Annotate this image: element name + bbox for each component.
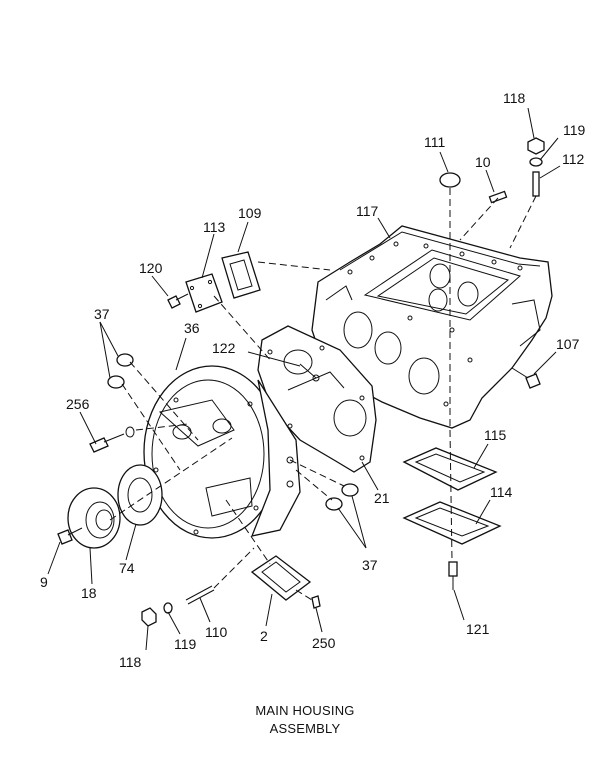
callout-36: 36 xyxy=(184,320,200,336)
callout-118-top: 118 xyxy=(503,90,526,106)
callout-119-top: 119 xyxy=(563,122,586,138)
bolt-256 xyxy=(89,426,135,453)
pin-10 xyxy=(488,190,508,204)
gasket-109 xyxy=(221,251,261,299)
bolt-107 xyxy=(511,367,541,389)
gasket-114 xyxy=(402,501,502,545)
assembly-center-lines xyxy=(109,188,537,601)
breather-250 xyxy=(311,595,321,609)
callout-121: 121 xyxy=(466,621,490,637)
stud-110 xyxy=(185,585,215,605)
drain-plug-121 xyxy=(448,561,458,590)
callout-2: 2 xyxy=(260,628,268,644)
callout-118-bottom: 118 xyxy=(119,654,142,670)
washer-119-top xyxy=(529,157,543,167)
cover-2 xyxy=(250,555,312,601)
callout-114: 114 xyxy=(490,484,513,500)
leader-lines xyxy=(47,107,561,651)
bushings-37-top xyxy=(107,353,134,389)
callout-117: 117 xyxy=(356,203,379,219)
callout-37-top: 37 xyxy=(94,306,110,322)
callout-250: 250 xyxy=(312,635,336,651)
callout-107: 107 xyxy=(556,336,580,352)
housing-bolt-holes xyxy=(347,241,523,407)
bearing-cap-18 xyxy=(67,487,121,549)
callout-37-bottom: 37 xyxy=(362,557,378,573)
nut-118-bottom xyxy=(141,607,157,627)
callout-119-bottom: 119 xyxy=(174,636,197,652)
callout-10: 10 xyxy=(475,154,491,170)
nut-118-top xyxy=(527,137,545,155)
plug-111 xyxy=(439,172,461,188)
diagram-title-line-1: MAIN HOUSING xyxy=(255,703,355,718)
callout-110: 110 xyxy=(205,624,228,640)
washer-119-bottom xyxy=(163,602,173,614)
gasket-74 xyxy=(117,464,163,526)
bushings-37-bottom xyxy=(325,483,359,511)
pin-122 xyxy=(299,363,320,382)
main-housing-117 xyxy=(311,225,553,429)
callout-115: 115 xyxy=(484,427,507,443)
cover-115 xyxy=(402,447,498,491)
callout-111: 111 xyxy=(424,134,445,150)
callout-109: 109 xyxy=(238,205,262,221)
callout-labels: 118 119 112 111 10 117 109 113 120 107 3… xyxy=(40,90,586,670)
bolt-120 xyxy=(167,293,189,309)
diagram-title-line-2: ASSEMBLY xyxy=(269,721,341,736)
callout-18: 18 xyxy=(81,585,97,601)
callout-9: 9 xyxy=(40,574,48,590)
callout-256: 256 xyxy=(66,396,90,412)
callout-113: 113 xyxy=(203,219,226,235)
stud-112 xyxy=(532,171,540,197)
callout-122: 122 xyxy=(212,340,236,356)
cover-113 xyxy=(185,273,223,313)
callout-120: 120 xyxy=(139,260,163,276)
bolt-9 xyxy=(57,527,83,545)
callout-112: 112 xyxy=(562,151,585,167)
callout-21: 21 xyxy=(374,490,390,506)
callout-74: 74 xyxy=(119,560,135,576)
